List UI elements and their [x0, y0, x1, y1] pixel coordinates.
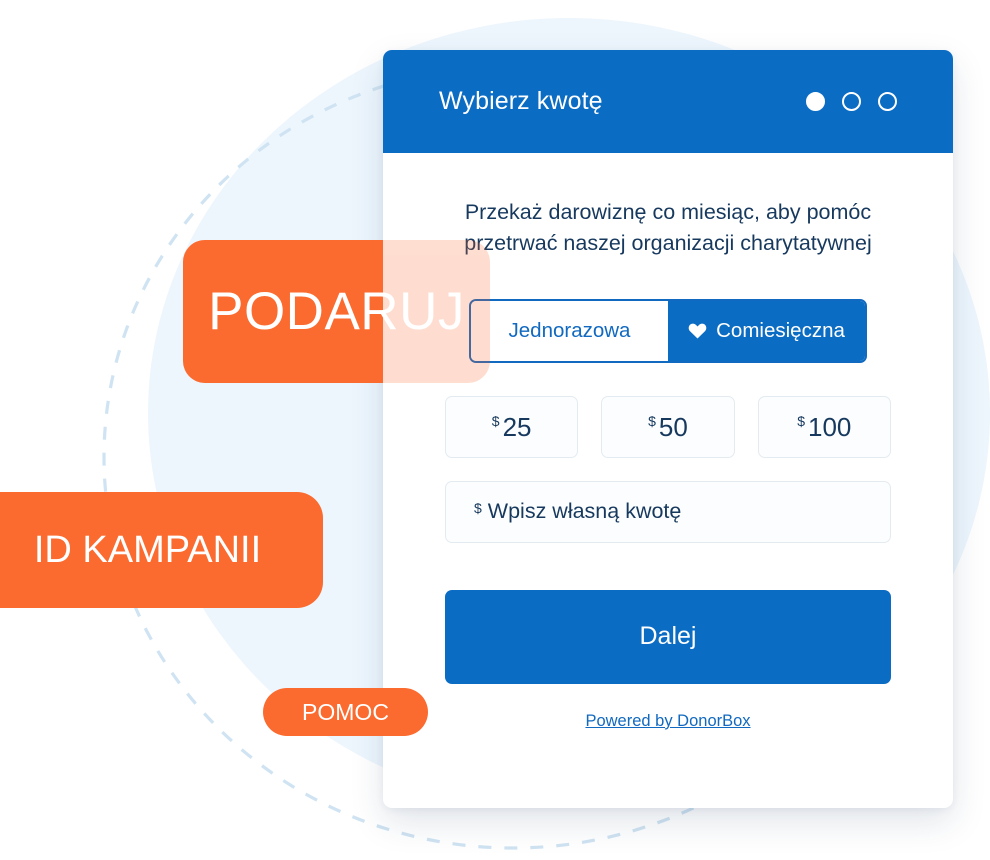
callout-donate[interactable]: PODARUJ	[183, 240, 490, 383]
amount-value: 50	[658, 411, 688, 442]
amount-value: 100	[808, 411, 852, 442]
donation-card: Wybierz kwotę Przekaż darowiznę co miesi…	[383, 50, 953, 808]
currency-symbol: $	[648, 412, 656, 429]
amount-options: $ 25 $ 50 $ 100	[445, 395, 891, 458]
custom-amount-input[interactable]: $ Wpisz własną kwotę	[445, 480, 891, 543]
powered-by-link[interactable]: Powered by DonorBox	[585, 711, 751, 730]
step-dot-2[interactable]	[842, 92, 861, 111]
frequency-one-time-label: Jednorazowa	[508, 318, 631, 342]
custom-amount-placeholder: Wpisz własną kwotę	[487, 499, 682, 524]
heart-icon	[688, 322, 707, 339]
amount-button-50[interactable]: $ 50	[601, 395, 735, 458]
callout-help[interactable]: POMOC	[263, 688, 428, 736]
card-body: Przekaż darowiznę co miesiąc, aby pomóc …	[383, 153, 953, 808]
amount-button-25[interactable]: $ 25	[445, 395, 579, 458]
callout-campaign-id[interactable]: ID KAMPANII	[0, 492, 323, 608]
step-indicator	[806, 92, 897, 111]
card-header: Wybierz kwotę	[383, 50, 953, 153]
continue-button[interactable]: Dalej	[445, 589, 891, 684]
frequency-monthly-label: Comiesięczna	[716, 318, 845, 342]
amount-value: 25	[502, 411, 532, 442]
currency-symbol: $	[797, 412, 806, 429]
step-dot-3[interactable]	[878, 92, 897, 111]
frequency-option-monthly[interactable]: Comiesięczna	[668, 300, 865, 361]
currency-symbol: $	[491, 412, 500, 429]
frequency-option-one-time[interactable]: Jednorazowa	[471, 300, 668, 361]
frequency-toggle: Jednorazowa Comiesięczna	[469, 298, 867, 363]
lead-description: Przekaż darowiznę co miesiąc, aby pomóc …	[464, 200, 872, 255]
amount-button-100[interactable]: $ 100	[757, 395, 891, 458]
step-dot-1[interactable]	[806, 92, 825, 111]
currency-symbol: $	[474, 499, 482, 516]
page-title: Wybierz kwotę	[439, 87, 603, 115]
